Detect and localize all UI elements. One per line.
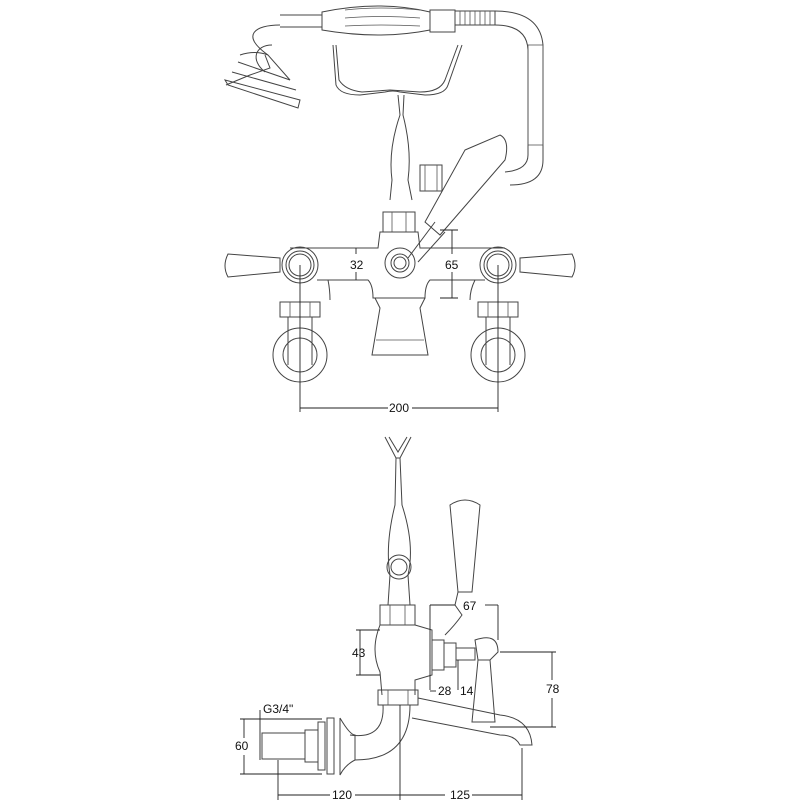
dim-125-label: 125 xyxy=(450,788,470,800)
dim-32-label: 32 xyxy=(350,258,364,272)
dim-78-label: 78 xyxy=(546,682,560,696)
dim-120-label: 120 xyxy=(332,788,352,800)
dim-14-label: 14 xyxy=(460,684,474,698)
front-view xyxy=(223,5,576,412)
dim-200-label: 200 xyxy=(389,401,409,415)
dim-67-label: 67 xyxy=(463,599,477,613)
dim-65-label: 65 xyxy=(445,258,459,272)
side-view xyxy=(240,436,556,800)
dim-43-label: 43 xyxy=(352,646,366,660)
dim-28-label: 28 xyxy=(438,684,452,698)
dim-60-label: 60 xyxy=(235,739,249,753)
dim-thread-label: G3/4" xyxy=(263,702,293,716)
